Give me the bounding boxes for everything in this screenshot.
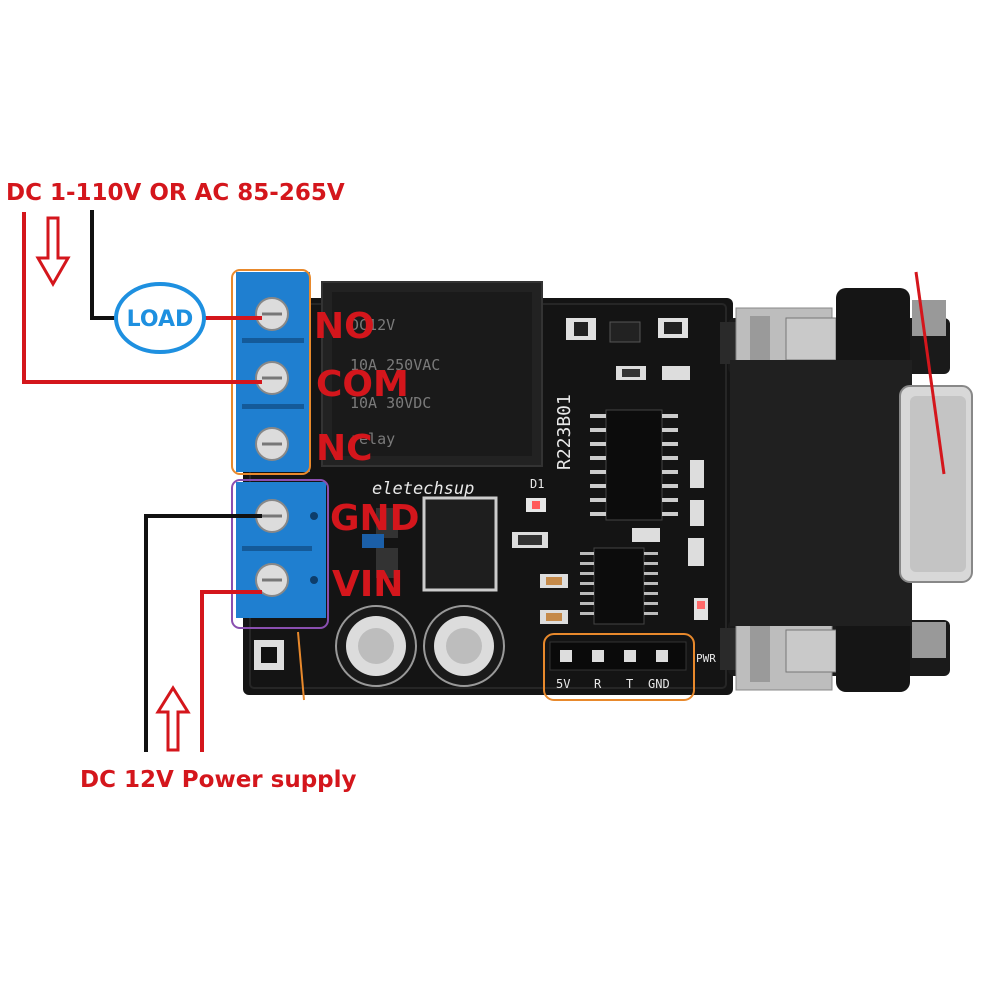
led-label: D1	[530, 477, 544, 491]
label-no: NO	[314, 306, 375, 347]
db9-marker-line	[914, 271, 946, 475]
wire-vin-red	[200, 590, 262, 752]
header-pin-r: R	[594, 677, 602, 691]
power-terminal-block	[236, 482, 326, 618]
voltage-regulator	[376, 496, 498, 592]
relay-line-3: 10A 30VDC	[350, 394, 431, 412]
board-brand: eletechsup	[372, 479, 474, 499]
header-pin-gnd: GND	[648, 677, 670, 691]
relay-line-1: DC12V	[350, 316, 395, 334]
relay-line-2: 10A 250VAC	[350, 356, 440, 374]
ic-chip	[590, 409, 678, 521]
header-pin-t: T	[626, 677, 633, 691]
load-circle	[114, 282, 206, 354]
arrow-up-icon	[155, 685, 191, 752]
header-pin-5v: 5V	[556, 677, 570, 691]
relay-line-4: relay	[350, 430, 395, 448]
relay: DC12V 10A 250VAC 10A 30VDC relay	[321, 281, 543, 467]
wire-load-black	[90, 210, 118, 320]
supply-bottom-label: DC 12V Power supply	[80, 767, 357, 793]
capacitor-left	[335, 605, 417, 687]
header-highlight	[543, 633, 695, 701]
relay-terminal-block	[236, 272, 310, 472]
load-label: LOAD	[127, 307, 194, 332]
board-model: R223B01	[554, 394, 575, 470]
capacitor-right	[423, 605, 505, 687]
label-gnd: GND	[330, 498, 420, 539]
relay-terminal-highlight	[231, 269, 311, 475]
supply-top-label: DC 1-110V OR AC 85-265V	[6, 180, 345, 206]
mcu-chip	[580, 547, 658, 625]
arrow-down-icon	[35, 216, 71, 288]
wire-gnd-black	[144, 514, 262, 752]
label-com: COM	[316, 364, 409, 405]
label-nc: NC	[316, 428, 373, 469]
label-vin: VIN	[332, 564, 403, 605]
power-terminal-highlight	[231, 479, 329, 629]
pwr-label: PWR	[696, 652, 716, 665]
db9-connector	[720, 288, 973, 692]
uart-header: 5V R T GND	[549, 641, 687, 691]
wire-supply-to-com	[22, 212, 262, 384]
